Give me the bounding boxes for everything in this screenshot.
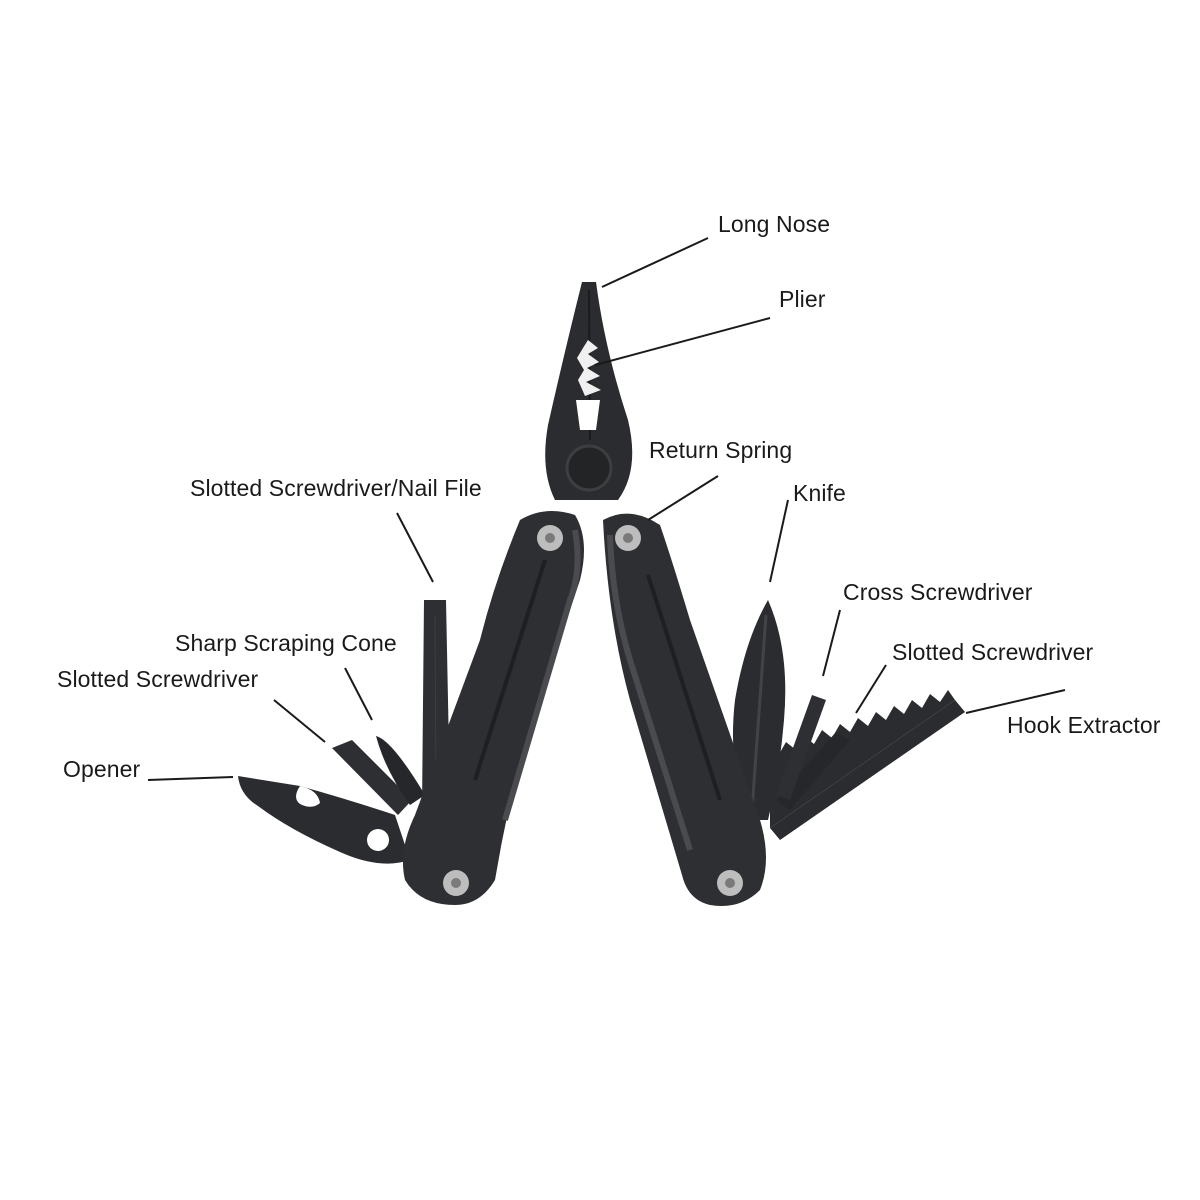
leader-cross-screwdriver	[822, 609, 841, 677]
left-handle-body	[402, 511, 584, 905]
wire-cutter-slot	[576, 400, 600, 430]
leader-nail-file	[396, 512, 434, 583]
plier-jaws	[545, 282, 633, 500]
label-cross-screwdriver: Cross Screwdriver	[843, 579, 1033, 605]
right-handle-group	[603, 513, 965, 906]
label-opener: Opener	[63, 756, 141, 782]
left-handle-group	[238, 511, 584, 905]
opener-hole	[367, 829, 389, 851]
left-top-screw-head	[545, 533, 555, 543]
label-long-nose: Long Nose	[718, 211, 831, 237]
leader-knife	[769, 499, 789, 583]
label-hook-extractor: Hook Extractor	[1007, 712, 1161, 738]
leader-lines	[147, 237, 1066, 781]
label-slotted-screwdriver-left: Slotted Screwdriver	[57, 666, 259, 692]
right-slotted-screwdriver-blade	[776, 732, 850, 810]
opener-tool	[238, 776, 410, 864]
hook-extractor-blade	[770, 700, 965, 840]
leader-return-spring	[647, 475, 719, 521]
scraping-cone-blade	[376, 736, 425, 805]
left-bottom-screw-head	[451, 878, 461, 888]
leader-hook-extractor	[965, 689, 1066, 714]
cross-screwdriver-blade	[776, 695, 826, 800]
label-slotted-screwdriver-nail-file: Slotted Screwdriver/Nail File	[190, 475, 482, 501]
label-knife: Knife	[793, 480, 846, 506]
right-handle-inner-channel	[646, 574, 722, 801]
label-plier: Plier	[779, 286, 826, 312]
right-top-screw-head	[623, 533, 633, 543]
left-handle-inner-channel	[473, 559, 547, 781]
leader-long-nose	[601, 237, 709, 288]
right-handle-edge	[607, 534, 693, 851]
left-slotted-screwdriver-blade	[332, 740, 412, 815]
left-handle-edge	[502, 529, 581, 821]
leader-opener	[147, 776, 234, 781]
knife-edge-highlight	[750, 614, 768, 811]
pivot-housing	[565, 444, 613, 492]
leader-slotted-screwdriver-right	[855, 664, 887, 714]
label-return-spring: Return Spring	[649, 437, 793, 463]
plier-teeth	[577, 340, 601, 396]
leader-plier	[594, 317, 771, 366]
right-bottom-screw-head	[725, 878, 735, 888]
leader-sharp-scraping-cone	[344, 667, 373, 721]
leader-slotted-screwdriver-left	[273, 699, 326, 743]
opener-hook	[296, 786, 320, 807]
label-slotted-screwdriver-right: Slotted Screwdriver	[892, 639, 1094, 665]
hook-extractor-teeth	[770, 690, 955, 828]
right-handle-body	[603, 513, 766, 906]
label-sharp-scraping-cone: Sharp Scraping Cone	[175, 630, 397, 656]
